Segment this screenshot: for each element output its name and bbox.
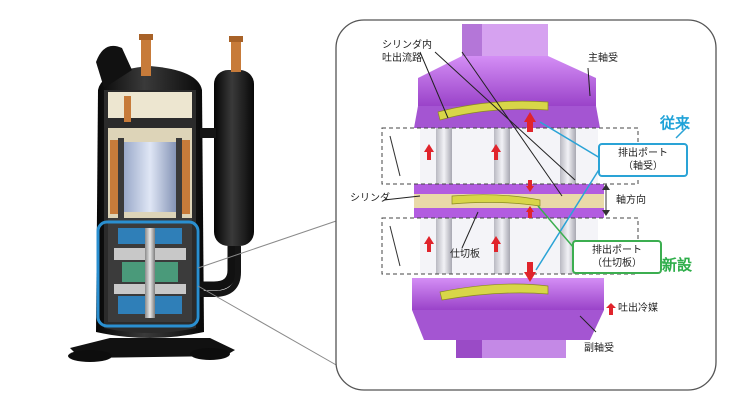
cross-section <box>381 24 689 358</box>
compressor <box>68 34 254 362</box>
callout-new-line2: （仕切板） <box>592 258 642 269</box>
label-cylinder-discharge-line2: 吐出流路 <box>382 53 422 64</box>
label-cylinder-discharge-line1: シリンダ内 <box>382 40 432 51</box>
tag-new: 新設 <box>662 256 693 274</box>
zoom-line-top <box>197 217 346 269</box>
flow-arrows <box>424 112 536 282</box>
red-arrow-icon <box>606 303 616 315</box>
tag-conventional: 従来 <box>660 114 691 132</box>
label-main-bearing: 主軸受 <box>588 53 618 64</box>
label-sub-bearing: 副軸受 <box>584 343 614 354</box>
callout-new-line1: 排出ポート <box>592 245 642 256</box>
label-discharge-refrigerant: 吐出冷媒 <box>618 303 658 314</box>
callout-conventional-line2: （軸受） <box>623 161 663 172</box>
callout-conventional-line1: 排出ポート <box>618 148 668 159</box>
callout-new: 排出ポート （仕切板） <box>572 240 662 274</box>
label-axial-direction: 軸方向 <box>616 195 646 206</box>
zoom-line-bottom <box>197 285 346 371</box>
label-partition-plate: 仕切板 <box>450 249 480 260</box>
label-cylinder: シリンダ <box>350 193 390 204</box>
callout-conventional: 排出ポート （軸受） <box>598 143 688 177</box>
